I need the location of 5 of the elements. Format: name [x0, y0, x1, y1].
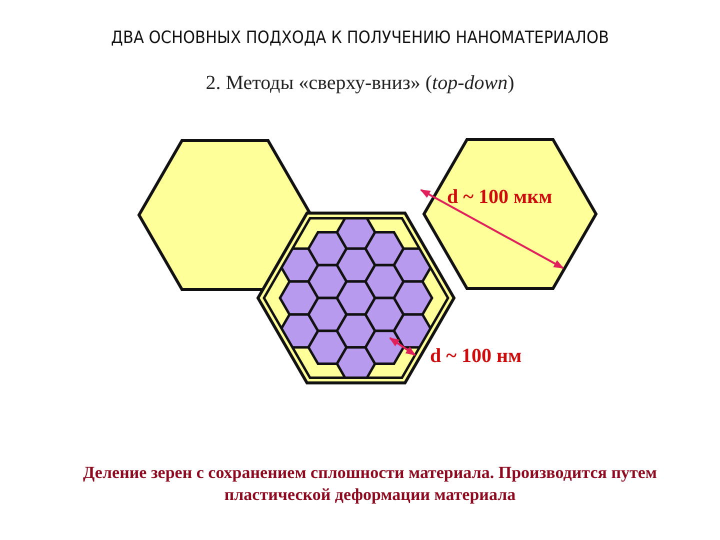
- subheading: 2. Методы «сверху-вниз» (top-down): [204, 72, 516, 95]
- heading: ДВА ОСНОВНЫХ ПОДХОДА К ПОЛУЧЕНИЮ НАНОМАТЕРИАЛОВ: [110, 28, 610, 48]
- dimension-label: d ~ 100 нм: [430, 345, 522, 368]
- dimension-label: d ~ 100 мкм: [447, 186, 552, 209]
- caption: Деление зерен с сохранением сплошности материала. Производится путем пластической деформации материала: [82, 462, 658, 506]
